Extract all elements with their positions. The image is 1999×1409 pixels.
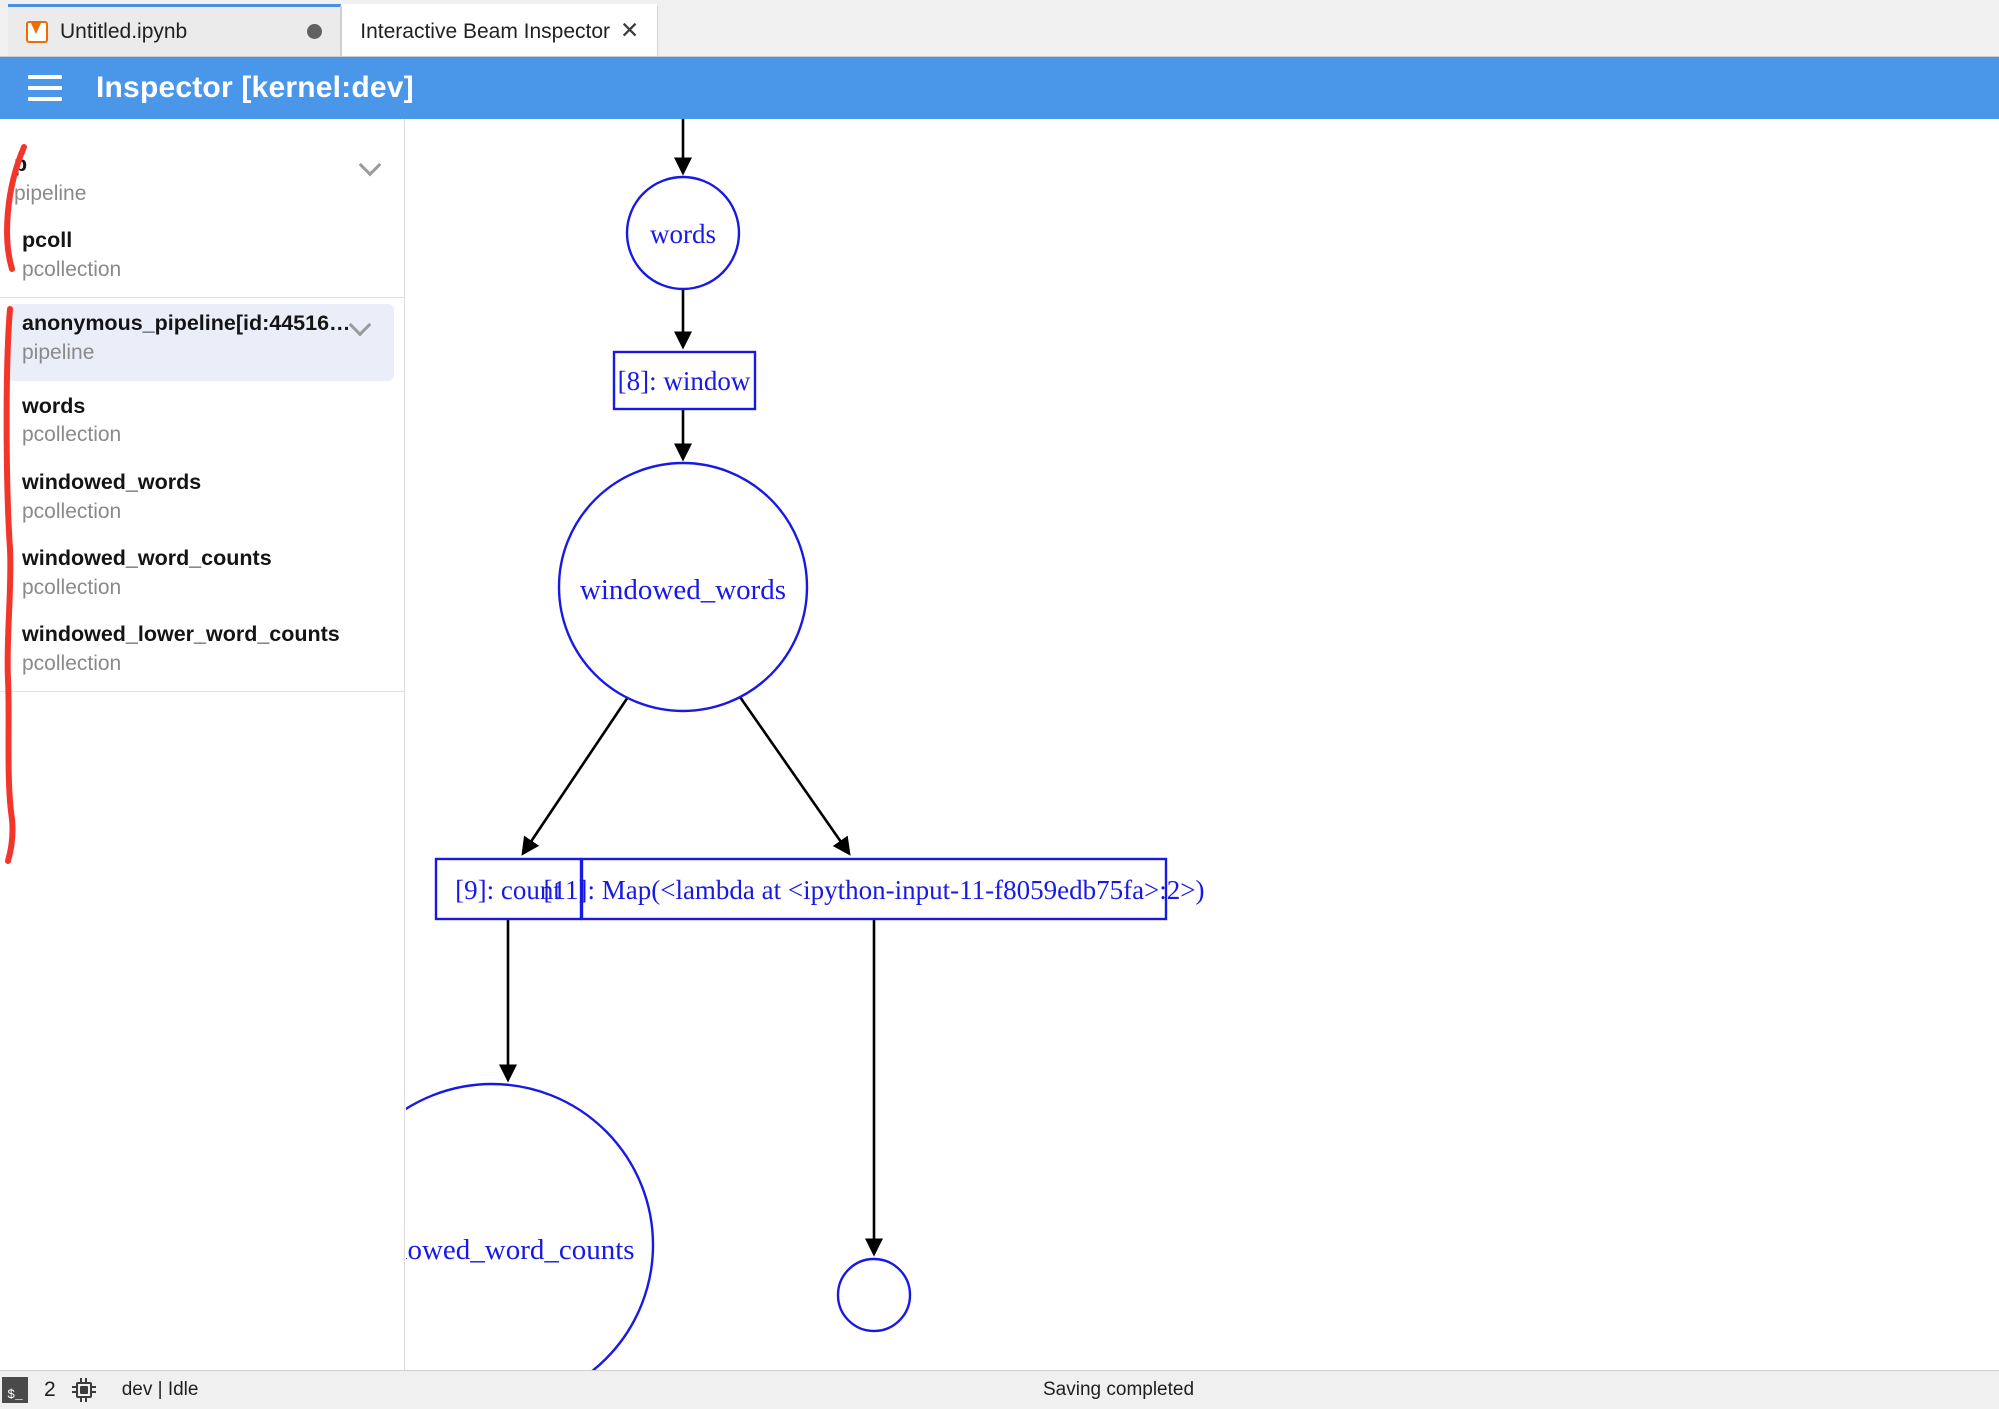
tab-interactive-beam-inspector[interactable]: Interactive Beam Inspector ✕ [341,4,659,56]
tab-label: Interactive Beam Inspector [360,20,611,43]
pipeline-graph-svg: words [8]: window windowed_words [9]: co… [406,119,1205,1370]
sidebar-item-anonymous-pipeline[interactable]: anonymous_pipeline[id:44516… pipeline [8,304,394,381]
sidebar-item-type: pcollection [22,651,122,675]
save-status-message: Saving completed [1043,1379,1195,1400]
sidebar-group: anonymous_pipeline[id:44516… pipeline wo… [0,304,404,693]
cpu-chip-icon[interactable] [71,1378,96,1402]
sidebar-item-type: pipeline [14,181,87,205]
chevron-down-icon[interactable] [348,311,374,337]
tab-bar: Untitled.ipynb Interactive Beam Inspecto… [0,0,1999,57]
sidebar-item-type: pcollection [22,423,122,447]
chevron-down-icon[interactable] [358,151,384,177]
graph-node-lower-word-counts[interactable] [836,1257,912,1333]
edge-windowed-words-to-map [738,696,851,856]
graph-node-label: windowed_word_counts [406,1234,635,1266]
close-icon[interactable]: ✕ [620,18,640,44]
sidebar-item-windowed-words[interactable]: windowed_words pcollection [0,463,404,539]
inspectables-sidebar[interactable]: p pipeline pcoll pcollection anonymous_p… [0,119,405,1370]
pipeline-graph-canvas[interactable]: words [8]: window windowed_words [9]: co… [406,119,1999,1370]
edge-windowed-words-to-count [521,696,630,856]
sidebar-item-label: p [14,152,28,176]
graph-node-label: windowed_words [580,574,786,606]
sidebar-group: p pipeline pcoll pcollection [0,145,404,299]
sidebar-item-label: anonymous_pipeline[id:44516… [22,311,348,336]
graph-node-words[interactable]: words [625,175,741,291]
graph-node-windowed-words[interactable]: windowed_words [557,461,809,713]
tab-label: Untitled.ipynb [60,20,188,43]
sidebar-item-windowed-lower-word-counts[interactable]: windowed_lower_word_counts pcollection [0,615,404,691]
sidebar-item-type: pcollection [22,258,122,282]
graph-node-window[interactable]: [8]: window [612,350,757,411]
graph-node-label: [8]: window [618,366,751,396]
tab-untitled-ipynb[interactable]: Untitled.ipynb [8,4,342,56]
graph-node-count[interactable]: [9]: count [434,857,583,921]
graph-node-map[interactable]: [11]: Map(<lambda at <ipython-input-11-f… [544,857,1205,921]
hamburger-icon[interactable] [28,75,62,101]
sidebar-item-type: pipeline [22,341,95,365]
content-area: p pipeline pcoll pcollection anonymous_p… [0,119,1999,1370]
graph-node-label: words [650,219,716,249]
sidebar-item-label: windowed_word_counts [22,545,272,570]
page-title: Inspector [kernel:dev] [96,71,414,104]
sidebar-item-type: pcollection [22,499,122,523]
graph-node-windowed-word-counts[interactable]: windowed_word_counts [406,1082,655,1370]
terminal-icon[interactable]: $_ [2,1377,28,1403]
sidebar-item-windowed-word-counts[interactable]: windowed_word_counts pcollection [0,539,404,615]
sidebar-item-label: pcoll [22,228,73,253]
sidebar-item-label: words [22,393,86,418]
graph-node-label: [11]: Map(<lambda at <ipython-input-11-f… [544,875,1205,905]
graph-node-label: [9]: count [455,875,561,905]
kernel-status[interactable]: dev | Idle [121,1379,199,1400]
status-bar: $_ 2 dev | Idle Saving completed [0,1370,1999,1409]
sidebar-item-words[interactable]: words pcollection [0,387,404,463]
sidebar-item-pcoll[interactable]: pcoll pcollection [0,221,404,297]
notebook-icon [26,20,48,43]
sidebar-top-spacer [0,119,404,145]
sidebar-item-label: windowed_words [22,469,202,494]
sidebar-item-label: windowed_lower_word_counts [22,622,340,647]
app-header: Inspector [kernel:dev] [0,57,1999,119]
sidebar-item-p[interactable]: p pipeline [0,145,404,221]
sidebar-item-type: pcollection [22,575,122,599]
terminal-count: 2 [44,1378,56,1401]
unsaved-indicator-icon[interactable] [307,24,323,39]
